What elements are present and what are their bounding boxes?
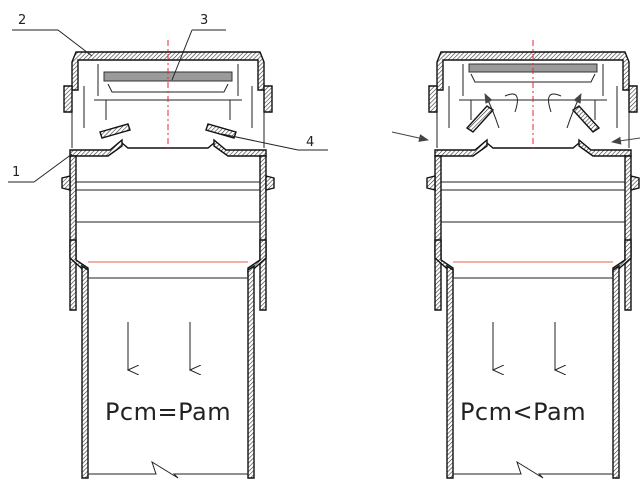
label-part-4: 4: [306, 135, 314, 150]
inflow-arrow-left: [391, 131, 429, 142]
label-part-1: 1: [12, 165, 20, 180]
seal-lip-lifted-left: [465, 105, 495, 133]
right-valve-assembly: Pcm<Pam: [426, 40, 640, 479]
pressure-formula-equal: Pcm=Pam: [105, 398, 231, 426]
air-flow-arrow: [566, 93, 582, 129]
seal-lip-right: [205, 123, 237, 139]
part-labels: 2 3 4 1: [8, 13, 328, 183]
label-part-2: 2: [18, 13, 26, 28]
seal-lip-lifted-right: [571, 105, 601, 133]
label-part-3: 3: [200, 13, 208, 28]
air-flow-arrow: [548, 93, 562, 113]
seal-lip-left: [99, 123, 131, 139]
air-flow-arrow: [504, 93, 518, 113]
pressure-formula-less: Pcm<Pam: [460, 398, 586, 426]
air-flow-arrow: [484, 93, 500, 129]
inflow-arrow-right: [611, 136, 641, 145]
left-valve-assembly: Pcm=Pam: [61, 40, 275, 479]
